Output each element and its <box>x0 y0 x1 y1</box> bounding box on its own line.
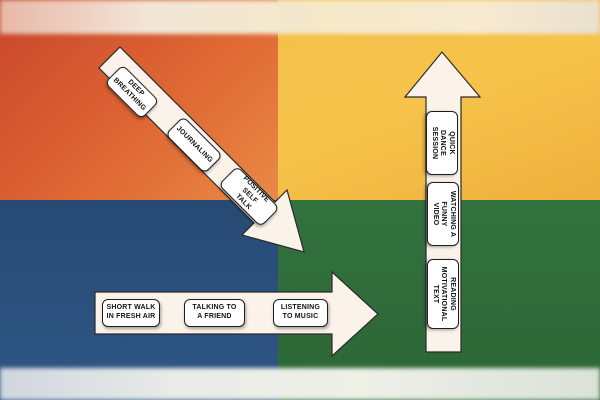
step-watching-funny-video: WATCHING A FUNNY VIDEO <box>427 182 459 246</box>
blurred-top-band <box>0 0 600 34</box>
blurred-bottom-band <box>0 368 600 400</box>
step-listening-to-music: LISTENING TO MUSIC <box>273 299 328 327</box>
step-short-walk: SHORT WALK IN FRESH AIR <box>102 299 160 327</box>
step-reading-motivational-text: READING MOTIVATIONAL TEXT <box>427 259 459 329</box>
step-quick-dance-session: QUICK DANCE SESSION <box>426 111 458 175</box>
step-talking-to-friend: TALKING TO A FRIEND <box>184 299 245 327</box>
